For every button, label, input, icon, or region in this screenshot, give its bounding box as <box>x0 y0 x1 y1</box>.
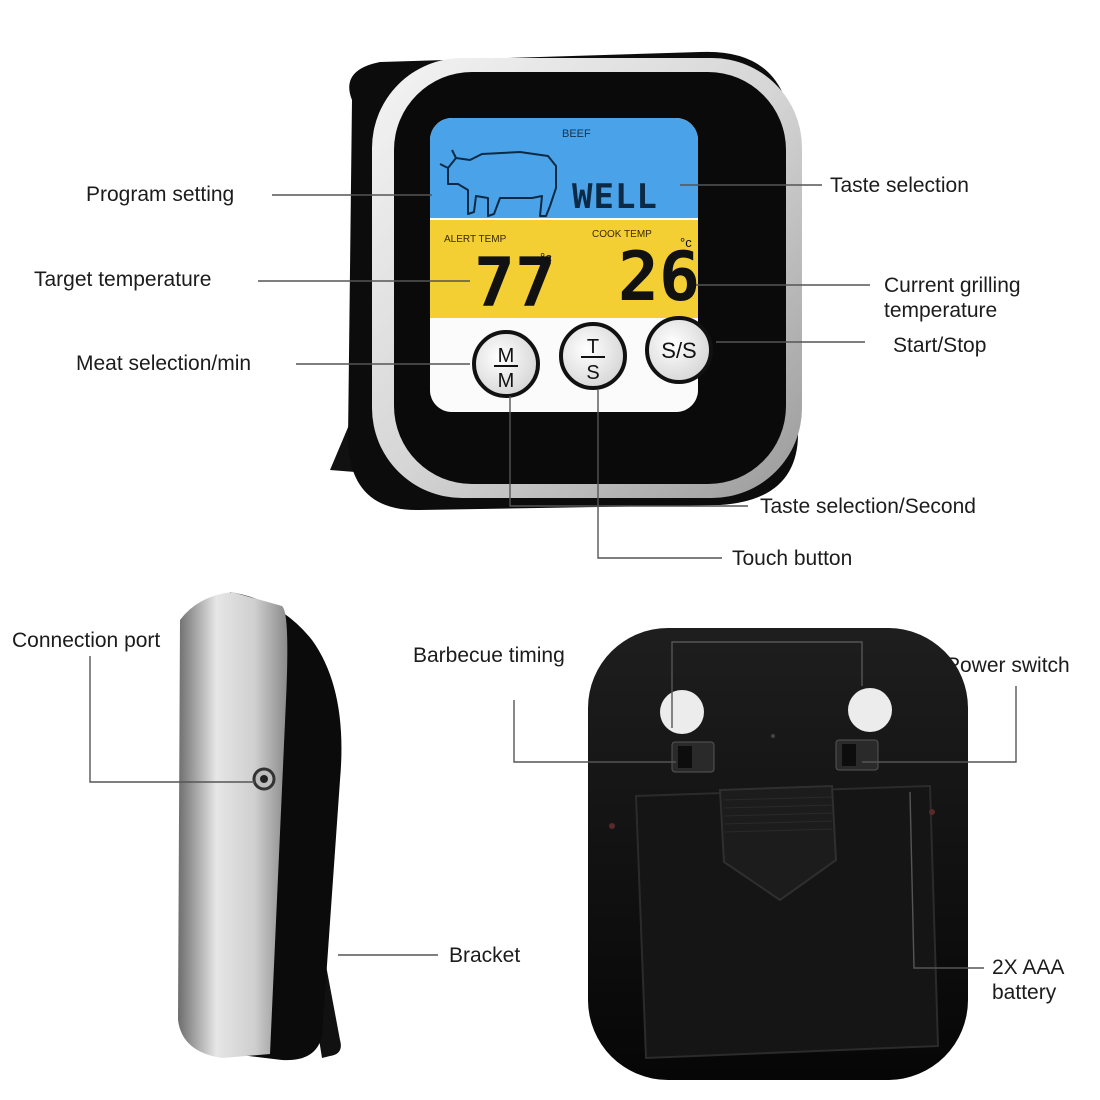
label-current-grilling: Current grilling temperature <box>884 274 1021 322</box>
ss-button[interactable]: S/S <box>645 316 713 384</box>
cow-icon <box>439 149 557 217</box>
mm-button-top: M <box>498 345 515 367</box>
lcd-taste-value: WELL <box>572 177 658 217</box>
label-program-setting: Program setting <box>86 183 235 206</box>
label-start-stop: Start/Stop <box>893 334 987 357</box>
back-button-left <box>660 690 704 734</box>
label-battery: 2X AAA battery <box>992 956 1064 1004</box>
battery-latch <box>718 784 838 902</box>
label-power-switch: Power switch <box>946 654 1070 677</box>
ss-button-label: S/S <box>661 338 696 363</box>
lcd-alert-label: ALERT TEMP <box>444 234 507 245</box>
back-button-right <box>848 688 892 732</box>
lcd-cook-label: COOK TEMP <box>592 229 652 240</box>
label-meat-selection: Meat selection/min <box>76 352 252 375</box>
ts-button-bottom: S <box>586 362 599 384</box>
label-connection-port: Connection port <box>12 629 161 652</box>
side-silver-band <box>178 592 288 1058</box>
label-taste-selection: Taste selection <box>830 174 969 197</box>
side-view <box>178 592 342 1061</box>
label-target-temperature: Target temperature <box>34 268 212 291</box>
lcd-alert-unit: °c <box>540 250 552 265</box>
lcd-yellow-area <box>430 220 698 318</box>
label-touch-button: Touch button <box>732 547 853 570</box>
lcd-alert-value: 77 <box>474 244 556 323</box>
back-view <box>588 628 968 1080</box>
mm-button[interactable]: M M <box>472 330 540 398</box>
label-barbecue-timing: Barbecue timing <box>413 644 565 667</box>
front-leader-lines <box>258 184 870 559</box>
back-leader-lines <box>513 641 1017 969</box>
ts-button[interactable]: T S <box>559 322 627 390</box>
label-bracket: Bracket <box>449 944 521 967</box>
side-leader-lines <box>89 656 438 956</box>
lcd-meat-label: BEEF <box>562 128 591 140</box>
label-taste-selection-second: Taste selection/Second <box>760 495 976 518</box>
mm-button-bottom: M <box>498 370 515 392</box>
lcd-cook-value: 26 <box>618 238 700 317</box>
lcd-cook-unit: °c <box>680 235 692 250</box>
front-view: BEEF WELL ALERT TEMP COOK TEMP 77 °c 26 … <box>330 51 802 511</box>
ts-button-top: T <box>587 336 599 358</box>
